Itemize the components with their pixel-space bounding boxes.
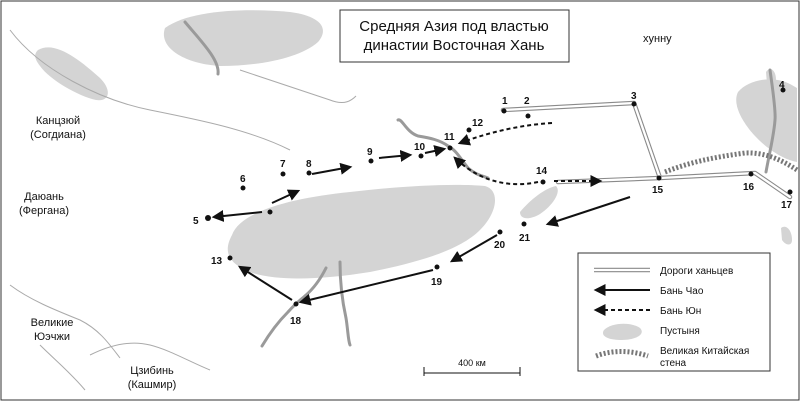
legend-box (577, 252, 771, 372)
great-wall (664, 150, 799, 175)
ban-yong-route (453, 122, 603, 187)
river-jibin (89, 342, 211, 371)
label-14: 14 (536, 166, 548, 177)
ban-chao-route (211, 145, 631, 306)
west-desert (35, 47, 108, 101)
region-jibin: Цзибинь (130, 365, 174, 377)
taklamakan-desert (227, 184, 496, 279)
east-desert (736, 79, 797, 162)
point-13 (227, 255, 233, 261)
point-15 (656, 175, 662, 181)
river-kangju (9, 29, 291, 151)
legend-wall-symbol (595, 349, 649, 359)
desert-areas (35, 10, 797, 279)
label-15: 15 (652, 185, 664, 196)
region-fergana: (Фергана) (19, 205, 69, 217)
region-labels: хунну Канцзюй (Согдиана) Даюань (Фергана… (19, 33, 672, 391)
point-11 (447, 145, 453, 151)
legend-roads: Дороги ханьцев (660, 266, 733, 277)
label-12: 12 (472, 118, 484, 129)
point-21 (521, 221, 527, 227)
label-10: 10 (414, 142, 426, 153)
point-16 (748, 171, 754, 177)
region-yuezhi-1: Великие (31, 317, 74, 329)
label-13: 13 (211, 256, 223, 267)
point-12 (466, 127, 472, 133)
legend-ban-yong: Бань Юн (660, 306, 701, 317)
point-mid (267, 209, 273, 215)
label-2: 2 (524, 96, 530, 107)
region-sogdiana: (Согдиана) (30, 129, 86, 141)
legend-ban-chao: Бань Чао (660, 286, 704, 297)
river-yuezhi (9, 284, 121, 359)
label-6: 6 (240, 174, 246, 185)
rivers (9, 29, 357, 391)
river-a (183, 20, 220, 76)
river-north (239, 69, 357, 103)
small-desert-14 (520, 186, 558, 219)
point-3 (631, 101, 637, 107)
point-7 (280, 171, 286, 177)
north-desert (163, 10, 323, 66)
label-21: 21 (519, 233, 531, 244)
legend-wall-1: Великая Китайская (660, 346, 749, 357)
scale-label: 400 км (458, 358, 486, 368)
river-sw (39, 344, 86, 391)
point-17 (787, 189, 793, 195)
label-20: 20 (494, 240, 506, 251)
point-2 (525, 113, 531, 119)
label-3: 3 (631, 91, 637, 102)
title-box: Средняя Азия под властью династии Восточ… (339, 9, 570, 63)
label-4: 4 (779, 80, 785, 91)
region-xiongnu: хунну (643, 33, 672, 45)
region-dayuan: Даюань (24, 191, 64, 203)
legend: Дороги ханьцев Бань Чао Бань Юн Пустыня … (577, 252, 771, 372)
point-8 (306, 170, 312, 176)
legend-desert: Пустыня (660, 326, 700, 337)
point-9 (368, 158, 374, 164)
point-1 (501, 108, 507, 114)
point-20 (497, 229, 503, 235)
point-14 (540, 179, 546, 185)
label-9: 9 (367, 147, 373, 158)
river-d (338, 260, 352, 347)
point-5 (205, 215, 211, 221)
label-16: 16 (743, 182, 755, 193)
point-19 (434, 264, 440, 270)
label-17: 17 (781, 200, 793, 211)
region-kashmir: (Кашмир) (128, 379, 177, 391)
region-yuezhi-2: Юэчжи (34, 331, 70, 343)
point-labels: 1 2 3 4 5 6 7 8 9 10 11 12 13 14 15 16 1… (193, 80, 793, 327)
title-line-2: династии Восточная Хань (364, 37, 545, 54)
label-19: 19 (431, 277, 443, 288)
route-points (205, 87, 793, 307)
point-4 (780, 87, 786, 93)
point-18 (293, 301, 299, 307)
scale-bar: 400 км (423, 358, 521, 376)
label-5: 5 (193, 216, 199, 227)
river-e (764, 68, 777, 174)
point-10 (418, 153, 424, 159)
label-11: 11 (444, 132, 455, 143)
label-18: 18 (290, 316, 302, 327)
title-line-1: Средняя Азия под властью (359, 18, 548, 35)
label-7: 7 (280, 159, 286, 170)
legend-wall-2: стена (660, 358, 687, 369)
legend-desert-symbol (602, 323, 642, 340)
label-8: 8 (306, 159, 312, 170)
label-1: 1 (502, 96, 508, 107)
region-kangju: Канцзюй (36, 115, 80, 127)
small-desert-east (781, 226, 792, 245)
point-6 (240, 185, 246, 191)
